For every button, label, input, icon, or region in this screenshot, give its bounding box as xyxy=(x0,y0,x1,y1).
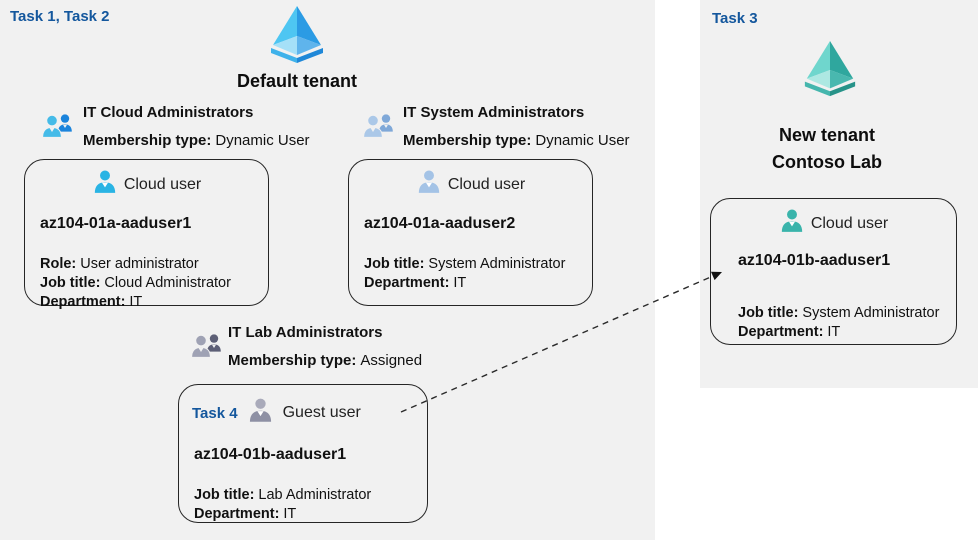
default-tenant-title: Default tenant xyxy=(236,71,357,91)
property-row: Department:IT xyxy=(738,324,841,340)
group-title: IT Cloud Administrators xyxy=(83,104,254,121)
guest-user-gray-icon xyxy=(247,397,274,429)
new-tenant-cloud-user-card: Cloud user az104-01b-aaduser1 Job title:… xyxy=(710,198,957,345)
cloud-user-card-aaduser1: Cloud user az104-01a-aaduser1 Role:User … xyxy=(24,159,269,310)
group-membership: Membership type:Assigned xyxy=(228,352,423,369)
property-row: Department:IT xyxy=(364,275,467,291)
card-header: Cloud user xyxy=(349,169,592,200)
property-row: Job title:Lab Administrator xyxy=(194,487,372,503)
property-row: Department:IT xyxy=(194,506,297,522)
cloud-user-card-aaduser2: Cloud user az104-01a-aaduser2 Job title:… xyxy=(348,159,593,306)
new-tenant-title: New tenant Contoso Lab xyxy=(727,122,927,176)
property-row: Department:IT xyxy=(40,294,143,310)
task-3-label: Task 3 xyxy=(712,10,758,27)
cloud-user-teal-icon xyxy=(779,208,805,239)
user-type-label: Cloud user xyxy=(810,214,889,232)
task-1-2-label: Task 1, Task 2 xyxy=(10,8,110,25)
user-name: az104-01b-aaduser1 xyxy=(738,252,891,269)
user-name: az104-01b-aaduser1 xyxy=(194,446,347,463)
card-header: Task 4 Guest user xyxy=(179,397,427,429)
azure-tenant-blue-icon xyxy=(265,5,329,70)
user-properties: Job title:System Administrator Departmen… xyxy=(738,304,956,342)
group-members-paleblue-icon xyxy=(362,110,396,145)
property-row: Job title:System Administrator xyxy=(738,305,940,321)
group-members-gray-icon xyxy=(190,330,224,365)
azure-tenant-teal-icon xyxy=(799,40,861,103)
user-type-label: Cloud user xyxy=(123,175,202,193)
group-it-cloud-admins: IT Cloud Administrators Membership type:… xyxy=(83,103,310,150)
new-tenant-line1: New tenant xyxy=(778,125,875,145)
group-members-blue-icon xyxy=(41,110,75,145)
task-4-label: Task 4 xyxy=(192,404,238,422)
user-properties: Role:User administrator Job title:Cloud … xyxy=(40,255,268,312)
group-it-system-admins: IT System Administrators Membership type… xyxy=(403,103,630,150)
default-tenant-panel xyxy=(0,0,655,540)
cloud-user-cyan-icon xyxy=(92,169,118,200)
new-tenant-line2: Contoso Lab xyxy=(772,152,882,172)
group-membership: Membership type:Dynamic User xyxy=(403,132,630,149)
guest-user-card: Task 4 Guest user az104-01b-aaduser1 Job… xyxy=(178,384,428,523)
user-name: az104-01a-aaduser1 xyxy=(40,215,192,232)
user-properties: Job title:System Administrator Departmen… xyxy=(364,255,592,293)
card-header: Cloud user xyxy=(711,208,956,239)
user-type-label: Guest user xyxy=(282,404,361,421)
user-properties: Job title:Lab Administrator Department:I… xyxy=(194,486,427,524)
card-header: Cloud user xyxy=(25,169,268,200)
group-title: IT Lab Administrators xyxy=(228,324,383,341)
property-row: Role:User administrator xyxy=(40,256,199,272)
property-row: Job title:Cloud Administrator xyxy=(40,275,231,291)
user-type-label: Cloud user xyxy=(447,175,526,193)
group-it-lab-admins: IT Lab Administrators Membership type:As… xyxy=(228,323,422,370)
property-row: Job title:System Administrator xyxy=(364,256,566,272)
group-membership: Membership type:Dynamic User xyxy=(83,132,310,149)
cloud-user-paleblue-icon xyxy=(416,169,442,200)
group-title: IT System Administrators xyxy=(403,104,585,121)
user-name: az104-01a-aaduser2 xyxy=(364,215,516,232)
